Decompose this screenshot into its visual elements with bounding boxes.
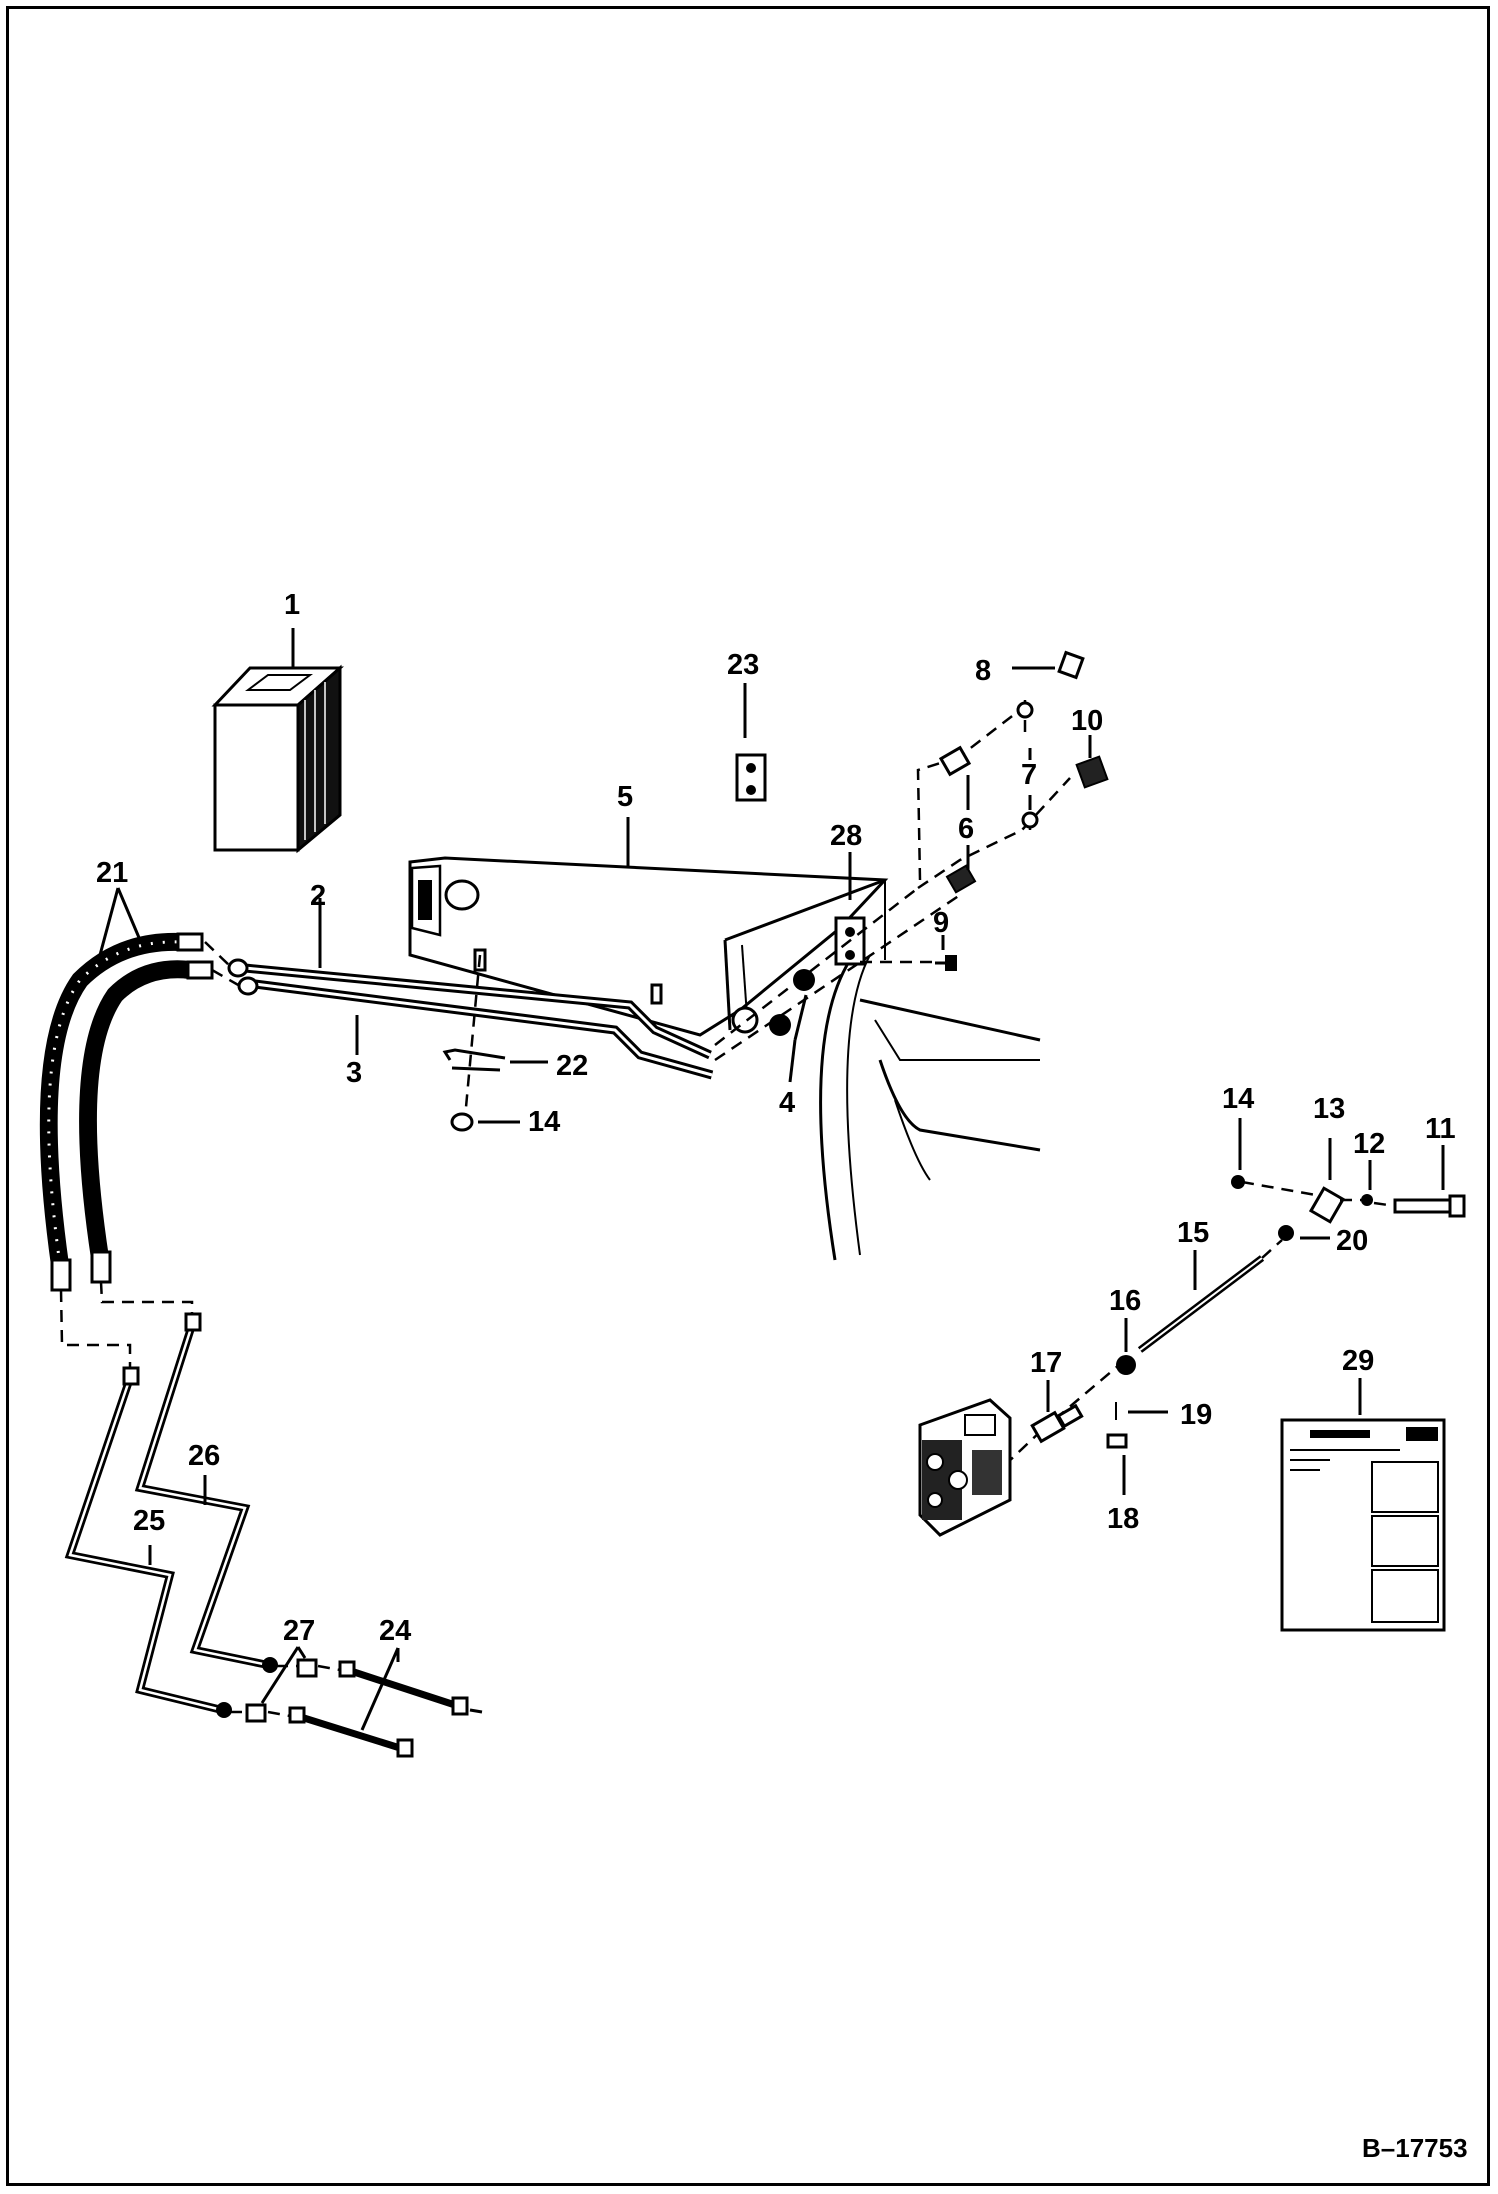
part-15-rod bbox=[1004, 1239, 1283, 1466]
part-11-bolt bbox=[1373, 1145, 1466, 1218]
part-20-washer bbox=[1278, 1225, 1330, 1241]
part-24-bolts bbox=[267, 1647, 483, 1758]
part-12-washer bbox=[1340, 1160, 1373, 1206]
callout-28: 28 bbox=[830, 820, 862, 852]
callout-22: 22 bbox=[556, 1050, 588, 1082]
part-2-3-tubes bbox=[204, 898, 714, 1080]
part-6-fittings bbox=[938, 745, 977, 894]
part-9-bolt bbox=[935, 935, 957, 971]
callout-14-left: 14 bbox=[528, 1106, 560, 1138]
callout-17: 17 bbox=[1030, 1347, 1062, 1379]
part-19-cotter bbox=[1115, 1402, 1168, 1420]
callout-5: 5 bbox=[617, 781, 633, 813]
callout-23: 23 bbox=[727, 649, 759, 681]
callout-14-right: 14 bbox=[1222, 1083, 1254, 1115]
callout-29: 29 bbox=[1342, 1345, 1374, 1377]
part-4-fittings bbox=[769, 969, 815, 1083]
callout-26: 26 bbox=[188, 1440, 220, 1472]
part-14-nut-right bbox=[1231, 1118, 1245, 1189]
callout-13: 13 bbox=[1313, 1093, 1345, 1125]
diagram-border bbox=[6, 6, 1490, 2186]
part-25-26-tubes bbox=[59, 1281, 278, 1718]
callout-24: 24 bbox=[379, 1615, 411, 1647]
callout-19: 19 bbox=[1180, 1399, 1212, 1431]
figure-id: B–17753 bbox=[1362, 2133, 1468, 2163]
callout-10: 10 bbox=[1071, 705, 1103, 737]
part-23-bracket bbox=[735, 683, 767, 802]
part-7-orings bbox=[1016, 701, 1039, 829]
control-valve bbox=[918, 1398, 1012, 1537]
callout-20: 20 bbox=[1336, 1225, 1368, 1257]
callout-6: 6 bbox=[958, 813, 974, 845]
part-16-nut bbox=[1116, 1318, 1136, 1375]
part-17-clevis bbox=[1030, 1380, 1084, 1444]
callout-16: 16 bbox=[1109, 1285, 1141, 1317]
part-22-clamp bbox=[442, 954, 548, 1132]
part-21-hoses bbox=[39, 887, 214, 1292]
part-27-nuts bbox=[230, 1646, 318, 1723]
callout-21: 21 bbox=[96, 857, 128, 889]
callout-7: 7 bbox=[1021, 759, 1037, 791]
part-18-pin bbox=[1106, 1433, 1128, 1495]
part-13-clevis bbox=[1241, 1138, 1346, 1224]
part-10-plug bbox=[1075, 735, 1109, 789]
callout-9: 9 bbox=[933, 907, 949, 939]
callout-4: 4 bbox=[779, 1087, 795, 1119]
machine-fender bbox=[819, 880, 1041, 1261]
part-29-decal bbox=[1280, 1378, 1446, 1632]
callout-labels: 1 2 3 4 5 6 7 8 9 10 11 12 13 14 14 15 1… bbox=[96, 589, 1468, 2163]
part-1-box bbox=[211, 628, 344, 854]
callout-27: 27 bbox=[283, 1615, 315, 1647]
callout-12: 12 bbox=[1353, 1128, 1385, 1160]
callout-3: 3 bbox=[346, 1057, 362, 1089]
callout-2: 2 bbox=[310, 880, 326, 912]
callout-25: 25 bbox=[133, 1505, 165, 1537]
callout-18: 18 bbox=[1107, 1503, 1139, 1535]
callout-15: 15 bbox=[1177, 1217, 1209, 1249]
callout-1: 1 bbox=[284, 589, 300, 621]
callout-11: 11 bbox=[1425, 1113, 1456, 1145]
callout-8: 8 bbox=[975, 655, 991, 687]
part-5-panel bbox=[408, 817, 889, 1037]
part-8-plug bbox=[1012, 650, 1085, 680]
